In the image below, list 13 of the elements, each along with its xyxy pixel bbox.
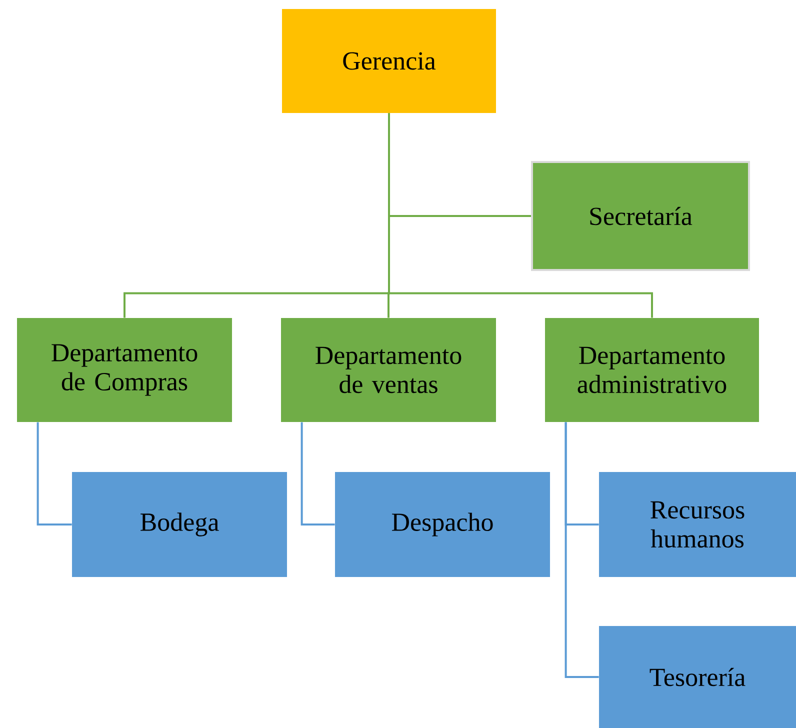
department-box: Departamento de ventas: [281, 318, 496, 422]
unit-box: Tesorería: [599, 626, 796, 728]
unit-box: Recursos humanos: [599, 472, 796, 577]
connector-line: [36, 422, 72, 526]
connector-line: [388, 113, 653, 318]
unit-box: Bodega: [72, 472, 287, 577]
top-box: Gerencia: [282, 9, 496, 113]
connector-line: [564, 422, 599, 678]
side-box: Secretaría: [531, 161, 750, 271]
department-box: Departamento administrativo: [545, 318, 759, 422]
department-box: Departamento de Compras: [17, 318, 232, 422]
unit-box: Despacho: [335, 472, 550, 577]
connector-line: [300, 422, 335, 526]
